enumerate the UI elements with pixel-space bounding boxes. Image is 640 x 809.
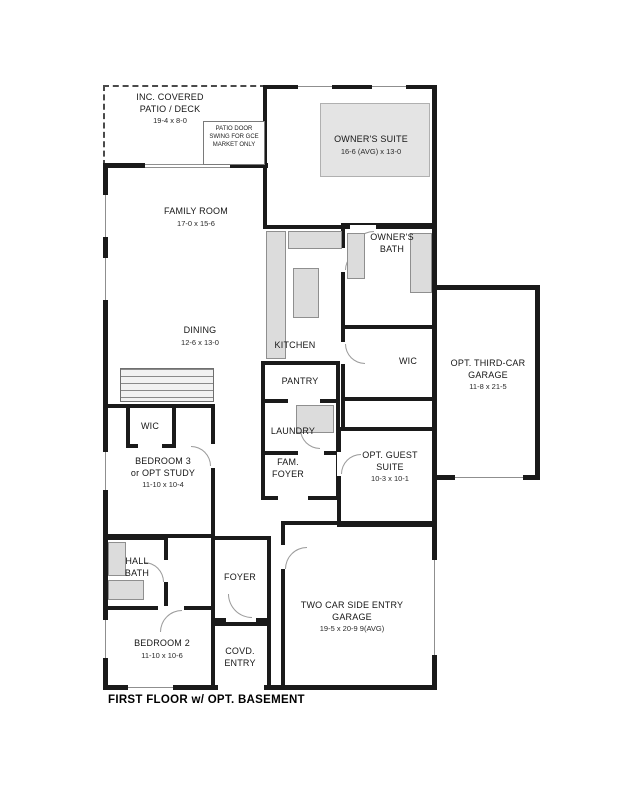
room-name: OPT. THIRD-CAR GARAGE xyxy=(450,358,526,380)
door-gap xyxy=(164,560,168,582)
room-name: FAM. FOYER xyxy=(271,457,305,479)
hall-bath-vanity xyxy=(108,542,126,576)
room-dims: 16-6 (AVG) x 13-0 xyxy=(340,146,402,156)
room-name: INC. COVERED PATIO / DECK xyxy=(136,92,204,114)
room-name: KITCHEN xyxy=(274,340,316,350)
door-gap xyxy=(138,444,162,448)
stairs xyxy=(120,368,214,402)
room-label-two-car-garage: TWO CAR SIDE ENTRY GARAGE 19-5 x 20-9 9(… xyxy=(301,600,403,633)
room-label-wic-right: WIC xyxy=(399,356,417,368)
room-dims: 17-0 x 15-6 xyxy=(177,218,215,228)
wall-segment xyxy=(341,399,345,431)
door-gap xyxy=(350,225,376,229)
room-label-bedroom3: BEDROOM 3 or OPT STUDY 11-10 x 10-4 xyxy=(131,456,195,489)
room-name: OPT. GUEST SUITE xyxy=(362,450,418,472)
room-dims: 11-10 x 10-4 xyxy=(142,480,184,490)
door-gap xyxy=(211,444,215,468)
room-dims: 19-5 x 20-9 9(AVG) xyxy=(319,624,385,634)
door-gap xyxy=(288,399,320,403)
door-gap xyxy=(298,451,324,455)
hall-bath-tub xyxy=(108,580,144,600)
room-label-dining: DINING 12-6 x 13-0 xyxy=(181,325,219,347)
wall-segment xyxy=(437,285,540,290)
room-label-covd-entry: COVD. ENTRY xyxy=(224,646,255,669)
room-label-hall-bath: HALL BATH xyxy=(125,556,149,579)
room-name: COVD. ENTRY xyxy=(224,646,256,668)
room-name: WIC xyxy=(140,421,160,431)
room-name: OWNER'S BATH xyxy=(370,232,414,254)
window-line xyxy=(372,86,406,87)
patio-door-line xyxy=(145,164,230,165)
door-gap xyxy=(278,496,308,500)
room-name: FAMILY ROOM xyxy=(164,206,228,216)
room-name: LAUNDRY xyxy=(270,426,316,436)
door-gap xyxy=(341,342,345,364)
window xyxy=(372,85,406,89)
room-dims: 11-10 x 10-6 xyxy=(141,650,183,660)
plan-title: FIRST FLOOR w/ OPT. BASEMENT xyxy=(108,694,305,706)
room-name: OWNER'S SUITE xyxy=(334,134,408,144)
door-gap xyxy=(158,606,184,610)
room-name: HALL BATH xyxy=(124,556,150,578)
door-gap xyxy=(341,248,345,272)
room-dims: 19-4 x 8-0 xyxy=(153,116,187,126)
room-name: FOYER xyxy=(223,572,257,582)
room-dims: 10-3 x 10-1 xyxy=(371,474,409,484)
room-label-family-room: FAMILY ROOM 17-0 x 15-6 xyxy=(164,206,228,228)
patio-door xyxy=(145,163,230,168)
room-label-kitchen: KITCHEN xyxy=(275,340,316,352)
room-label-laundry: LAUNDRY xyxy=(271,426,315,438)
entry-opening xyxy=(218,685,264,690)
room-name: BEDROOM 3 or OPT STUDY xyxy=(130,456,196,478)
door-gap xyxy=(281,545,285,569)
window-line xyxy=(298,86,332,87)
room-dims: 12-6 x 13-0 xyxy=(181,337,219,347)
room-label-patio: INC. COVERED PATIO / DECK 19-4 x 8-0 xyxy=(136,92,203,125)
window-line xyxy=(105,258,106,300)
room-label-fam-foyer: FAM. FOYER xyxy=(272,457,304,480)
window xyxy=(298,85,332,89)
window-line xyxy=(105,195,106,237)
window-line xyxy=(128,687,173,688)
washer-dryer xyxy=(296,405,334,433)
room-label-third-car-garage: OPT. THIRD-CAR GARAGE 11-8 x 21-5 xyxy=(451,358,526,391)
kitchen-counter xyxy=(266,231,286,359)
patio-note: PATIO DOOR SWING FOR GCE MARKET ONLY xyxy=(203,121,265,165)
room-outline-guest-suite xyxy=(337,427,437,527)
room-name: PANTRY xyxy=(281,376,319,386)
patio-door-line xyxy=(145,167,230,168)
bath-tub xyxy=(410,233,432,293)
room-label-foyer: FOYER xyxy=(224,572,256,584)
third-garage-door-line xyxy=(455,477,523,478)
owners-suite-tray xyxy=(320,103,430,177)
room-name: WIC xyxy=(398,356,418,366)
front-door-gap xyxy=(226,618,256,622)
room-name: BEDROOM 2 xyxy=(134,638,190,648)
room-dims: 11-8 x 21-5 xyxy=(469,382,507,392)
bath-vanity xyxy=(347,233,365,279)
room-label-guest-suite: OPT. GUEST SUITE 10-3 x 10-1 xyxy=(362,450,418,483)
kitchen-appliances xyxy=(288,231,342,249)
wall-segment xyxy=(535,285,540,480)
kitchen-island xyxy=(293,268,319,318)
room-label-pantry: PANTRY xyxy=(282,376,319,388)
window-line xyxy=(105,452,106,490)
room-label-owners-suite: OWNER'S SUITE 16-6 (AVG) x 13-0 xyxy=(334,134,408,156)
room-outline-wic-right xyxy=(341,325,437,401)
room-name: DINING xyxy=(183,325,217,335)
room-label-wic-left: WIC xyxy=(141,421,159,433)
garage-side-door-line xyxy=(434,560,435,655)
window-line xyxy=(105,620,106,658)
room-name: TWO CAR SIDE ENTRY GARAGE xyxy=(300,600,404,622)
room-label-bedroom2: BEDROOM 2 11-10 x 10-6 xyxy=(134,638,190,660)
room-label-owners-bath: OWNER'S BATH xyxy=(370,232,414,255)
door-gap xyxy=(337,452,341,476)
